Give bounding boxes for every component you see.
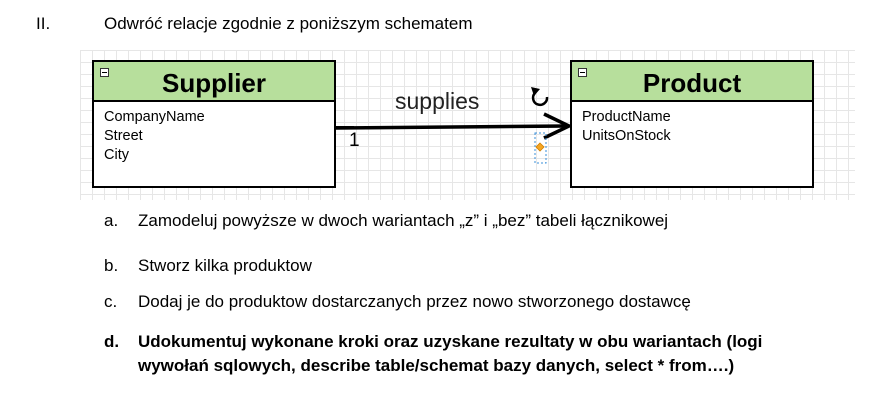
- selection-box[interactable]: [534, 132, 547, 164]
- list-text: Dodaj je do produktow dostarczanych prze…: [138, 292, 691, 311]
- attribute: ProductName: [582, 109, 671, 125]
- entity-title: Supplier: [161, 68, 266, 98]
- list-text: Udokumentuj wykonane kroki oraz uzyskane…: [138, 332, 763, 351]
- entity-header: Supplier: [94, 62, 334, 102]
- collapse-icon[interactable]: [578, 68, 587, 77]
- attribute: CompanyName: [104, 109, 205, 125]
- list-marker: a.: [104, 211, 119, 230]
- rotate-icon[interactable]: [531, 87, 549, 107]
- entity-title: Product: [642, 68, 742, 98]
- list-marker: c.: [104, 292, 118, 311]
- multiplicity-label: 1: [349, 130, 360, 151]
- entity-attributes: CompanyName Street City: [94, 102, 334, 165]
- entity-header: Product: [572, 62, 812, 102]
- collapse-icon[interactable]: [100, 68, 109, 77]
- er-diagram: Supplier CompanyName Street City Product…: [80, 50, 855, 200]
- attribute: Street: [104, 128, 143, 144]
- attribute: UnitsOnStock: [582, 128, 671, 144]
- handle-icon[interactable]: [535, 142, 545, 152]
- list-text: Zamodeluj powyższe w dwoch wariantach „z…: [138, 211, 669, 230]
- relationship-connector: [335, 87, 574, 164]
- section-number: II.: [36, 14, 51, 33]
- entity-attributes: ProductName UnitsOnStock: [572, 102, 812, 146]
- entity-supplier[interactable]: Supplier CompanyName Street City: [92, 60, 336, 188]
- entity-product[interactable]: Product ProductName UnitsOnStock: [570, 60, 814, 188]
- attribute: City: [104, 147, 129, 163]
- relationship-label: supplies: [395, 88, 480, 114]
- list-marker: d.: [104, 332, 120, 351]
- arrow-head-icon: [543, 112, 574, 140]
- list-text-continued: wywołań sqlowych, describe table/schemat…: [138, 356, 735, 375]
- list-text: Stworz kilka produktow: [138, 256, 312, 275]
- list-marker: b.: [104, 256, 119, 275]
- section-heading: Odwróć relacje zgodnie z poniższym schem…: [104, 14, 473, 33]
